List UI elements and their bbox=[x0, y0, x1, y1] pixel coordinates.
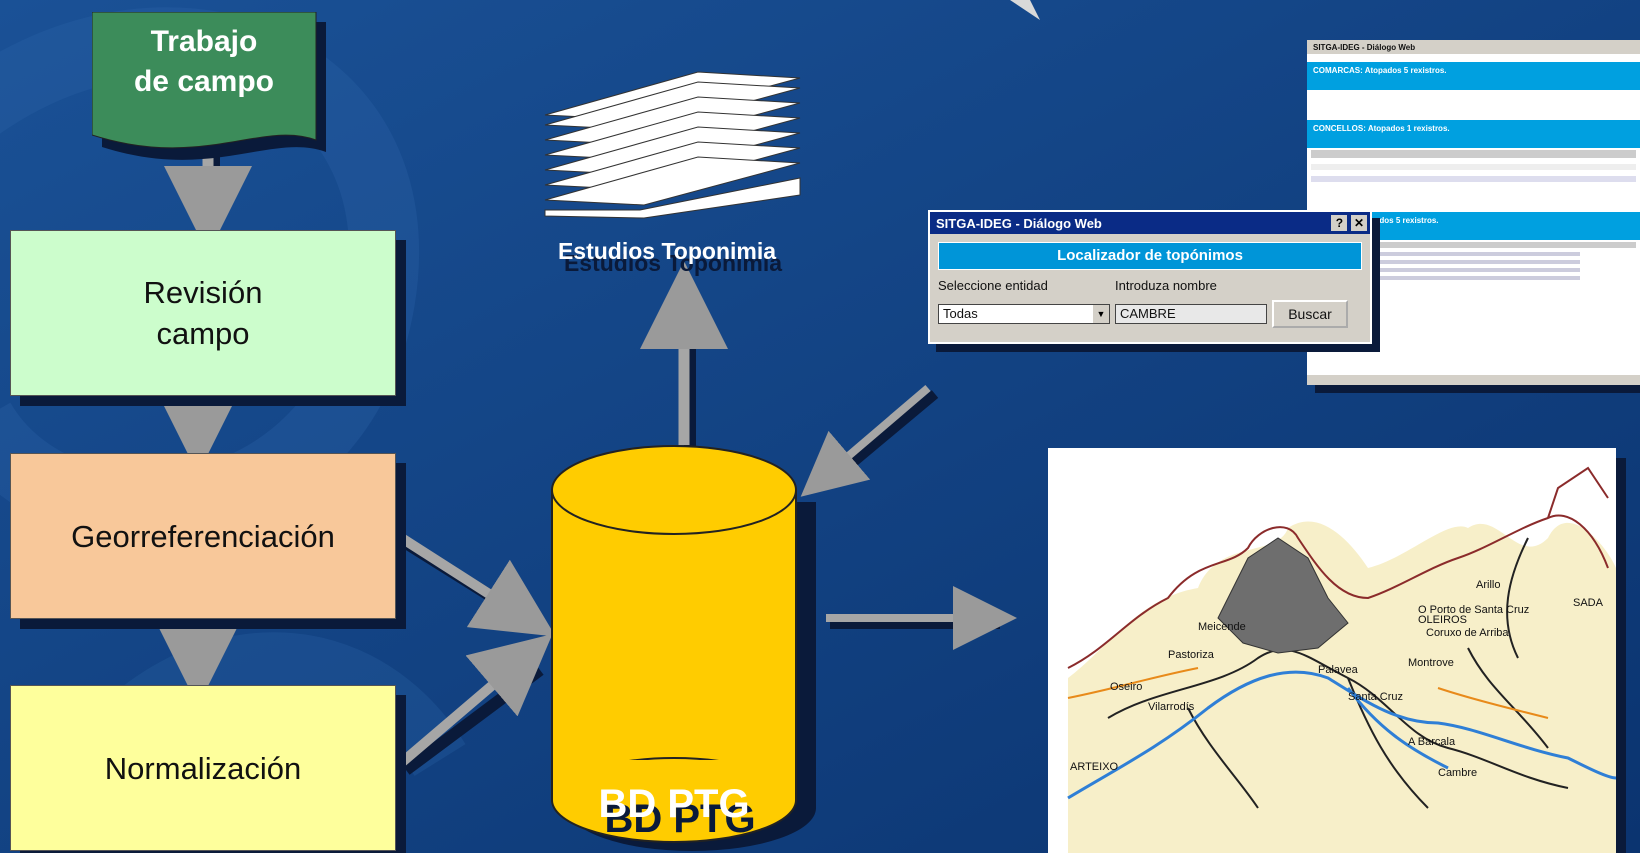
georreferenciacion-box: Georreferenciación bbox=[10, 453, 396, 619]
close-button[interactable]: ✕ bbox=[1351, 215, 1367, 231]
map-label-cambre: Cambre bbox=[1438, 767, 1477, 779]
results-comarcas: COMARCAS: Atopados 5 rexistros. bbox=[1307, 62, 1640, 90]
papers-stack-icon bbox=[544, 71, 801, 219]
revision-campo-box: Revisión campo bbox=[10, 230, 396, 396]
dialog-titlebar: SITGA-IDEG - Diálogo Web ? ✕ bbox=[930, 212, 1370, 234]
map-label-oleiros: OLEIROS bbox=[1418, 614, 1467, 626]
dialog-window: SITGA-IDEG - Diálogo Web ? ✕ Localizador… bbox=[928, 210, 1372, 344]
buscar-button[interactable]: Buscar bbox=[1272, 300, 1348, 328]
results-window-titlebar: SITGA-IDEG - Diálogo Web bbox=[1307, 40, 1640, 54]
flow-arrows bbox=[154, 140, 1017, 775]
estudios-toponimia-shadow: Estudios Toponimia bbox=[563, 250, 783, 276]
name-input-value: CAMBRE bbox=[1120, 306, 1176, 321]
entity-select[interactable]: Todas ▼ bbox=[938, 304, 1110, 324]
normalizacion-box: Normalización bbox=[10, 685, 396, 851]
help-button[interactable]: ? bbox=[1331, 215, 1348, 231]
bd-ptg-shadow: BD PTG bbox=[604, 797, 756, 841]
map-label-oseiro: Oseiro bbox=[1110, 681, 1142, 693]
bd-ptg-label: BD PTG bbox=[598, 782, 750, 826]
trabajo-de-campo-shape bbox=[92, 12, 326, 160]
database-cylinder-icon bbox=[551, 445, 816, 851]
map-label-vilarrodis: Vilarrodís bbox=[1148, 701, 1195, 713]
map-label-meicende: Meicende bbox=[1198, 621, 1246, 633]
results-window: SITGA-IDEG - Diálogo Web COMARCAS: Atopa… bbox=[1307, 40, 1640, 385]
trabajo-de-campo-label: Trabajo de campo bbox=[133, 25, 275, 98]
dialog-heading: Localizador de topónimos bbox=[938, 242, 1362, 270]
map-label-coruxo: Coruxo de Arriba bbox=[1426, 627, 1509, 639]
name-input[interactable]: CAMBRE bbox=[1115, 304, 1267, 324]
map-label-palavea: Palavea bbox=[1318, 664, 1359, 676]
name-label: Introduza nombre bbox=[1115, 278, 1217, 293]
estudios-toponimia-label: Estudios Toponimia bbox=[557, 238, 777, 264]
chevron-down-icon: ▼ bbox=[1093, 305, 1109, 323]
georreferenciacion-label: Georreferenciación bbox=[71, 518, 335, 554]
dialog-title: SITGA-IDEG - Diálogo Web bbox=[936, 215, 1102, 231]
map-label-barcala: A Barcala bbox=[1408, 736, 1456, 748]
map-label-santacruz: Santa Cruz bbox=[1348, 691, 1403, 703]
entity-label: Seleccione entidad bbox=[938, 278, 1048, 293]
map-label-arteixo: ARTEIXO bbox=[1070, 761, 1119, 773]
entity-select-value: Todas bbox=[943, 306, 978, 321]
map-panel: Arillo O Porto de Santa Cruz OLEIROS SAD… bbox=[1048, 448, 1626, 853]
map-label-pastoriza: Pastoriza bbox=[1168, 649, 1215, 661]
map-label-arillo: Arillo bbox=[1476, 579, 1500, 591]
results-concellos: CONCELLOS: Atopados 1 rexistros. bbox=[1307, 120, 1640, 148]
revision-campo-line1: Revisión bbox=[143, 275, 263, 310]
normalizacion-label: Normalización bbox=[104, 750, 302, 786]
revision-campo-line2: campo bbox=[156, 316, 250, 351]
map-label-sada: SADA bbox=[1573, 597, 1604, 609]
map-label-porto: O Porto de Santa Cruz bbox=[1418, 604, 1529, 616]
map-label-montrove: Montrove bbox=[1408, 657, 1454, 669]
